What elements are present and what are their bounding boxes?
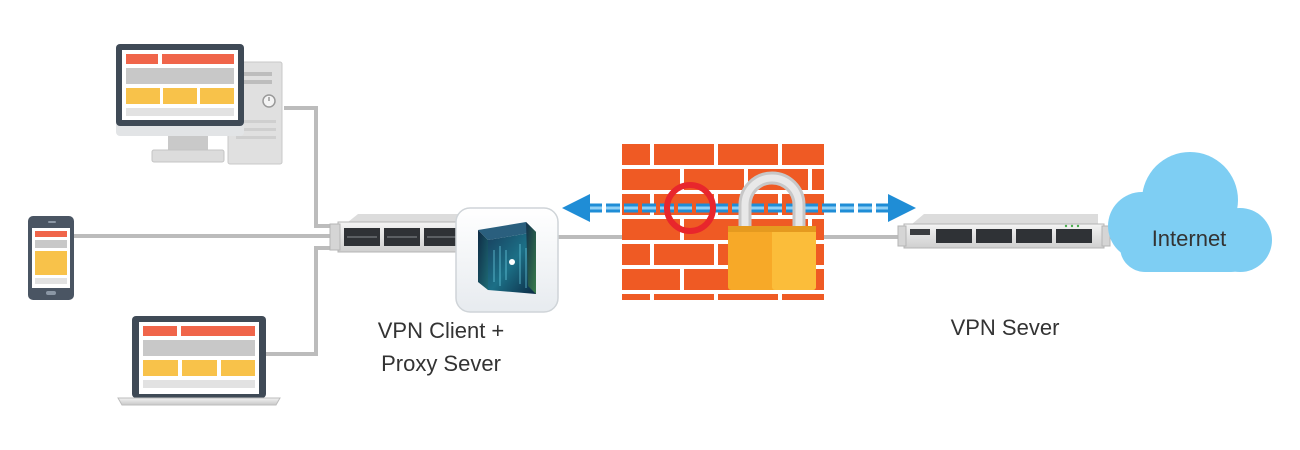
vpn-client-label-line2: Proxy Sever: [381, 351, 501, 376]
arrowhead-right-icon: [888, 194, 916, 222]
vpn-proxy-app-icon: [455, 207, 559, 313]
vpn-server-label: VPN Sever: [951, 315, 1060, 340]
labels: VPN Client + Proxy Sever VPN Sever: [378, 315, 1060, 376]
rack-nas-icon: [329, 214, 475, 253]
desktop-monitor-icon: [116, 44, 244, 163]
link-desktop: [284, 106, 345, 228]
padlock-icon: [728, 171, 816, 290]
vpn-client-label-line1: VPN Client +: [378, 318, 505, 343]
link-laptop: [266, 246, 345, 356]
internet-cloud-icon: Internet: [1108, 152, 1272, 272]
laptop-icon: [117, 316, 281, 406]
smartphone-icon: [28, 216, 74, 300]
desktop-computer: [116, 44, 283, 165]
blocked-ring-icon: [664, 182, 716, 234]
rack-nas-server-icon: [897, 214, 1111, 249]
arrowhead-left-icon: [562, 194, 590, 222]
internet-label: Internet: [1152, 226, 1227, 251]
